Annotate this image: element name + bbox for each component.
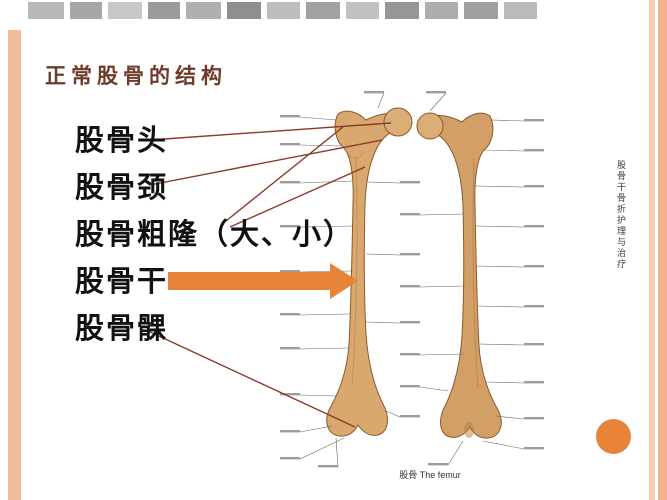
term-femoral-condyle: 股骨髁 — [75, 313, 169, 345]
vertical-side-note: 股骨干骨折护理与治疗 — [616, 160, 626, 270]
left-accent-stripe — [8, 30, 21, 500]
filmstrip-thumbnail[interactable] — [108, 2, 142, 19]
right-accent-stripe-outer — [658, 0, 667, 500]
figure-caption: 股骨 The femur — [399, 470, 461, 480]
filmstrip-thumbnail[interactable] — [28, 2, 64, 19]
filmstrip-thumbnail[interactable] — [425, 2, 458, 19]
term-femoral-neck: 股骨颈 — [75, 172, 169, 204]
term-list: 股骨头 股骨颈 股骨粗隆（大、小） 股骨干 股骨髁 — [75, 118, 354, 353]
filmstrip-thumbnail[interactable] — [464, 2, 498, 19]
page-title: 正常股骨的结构 — [45, 64, 227, 88]
term-femoral-head: 股骨头 — [75, 125, 169, 157]
filmstrip — [28, 2, 573, 22]
filmstrip-thumbnail[interactable] — [385, 2, 419, 19]
filmstrip-thumbnail[interactable] — [306, 2, 340, 19]
orange-circle-ornament — [596, 419, 631, 454]
filmstrip-thumbnail[interactable] — [186, 2, 221, 19]
filmstrip-thumbnail[interactable] — [346, 2, 379, 19]
right-accent-stripe-inner — [649, 0, 655, 500]
femur-posterior-view — [416, 112, 502, 439]
term-trochanters: 股骨粗隆（大、小） — [75, 219, 355, 251]
filmstrip-thumbnail[interactable] — [70, 2, 102, 19]
filmstrip-thumbnail[interactable] — [504, 2, 537, 19]
filmstrip-thumbnail[interactable] — [227, 2, 261, 19]
term-femoral-shaft: 股骨干 — [75, 266, 169, 298]
filmstrip-thumbnail[interactable] — [148, 2, 180, 19]
filmstrip-thumbnail[interactable] — [267, 2, 300, 19]
